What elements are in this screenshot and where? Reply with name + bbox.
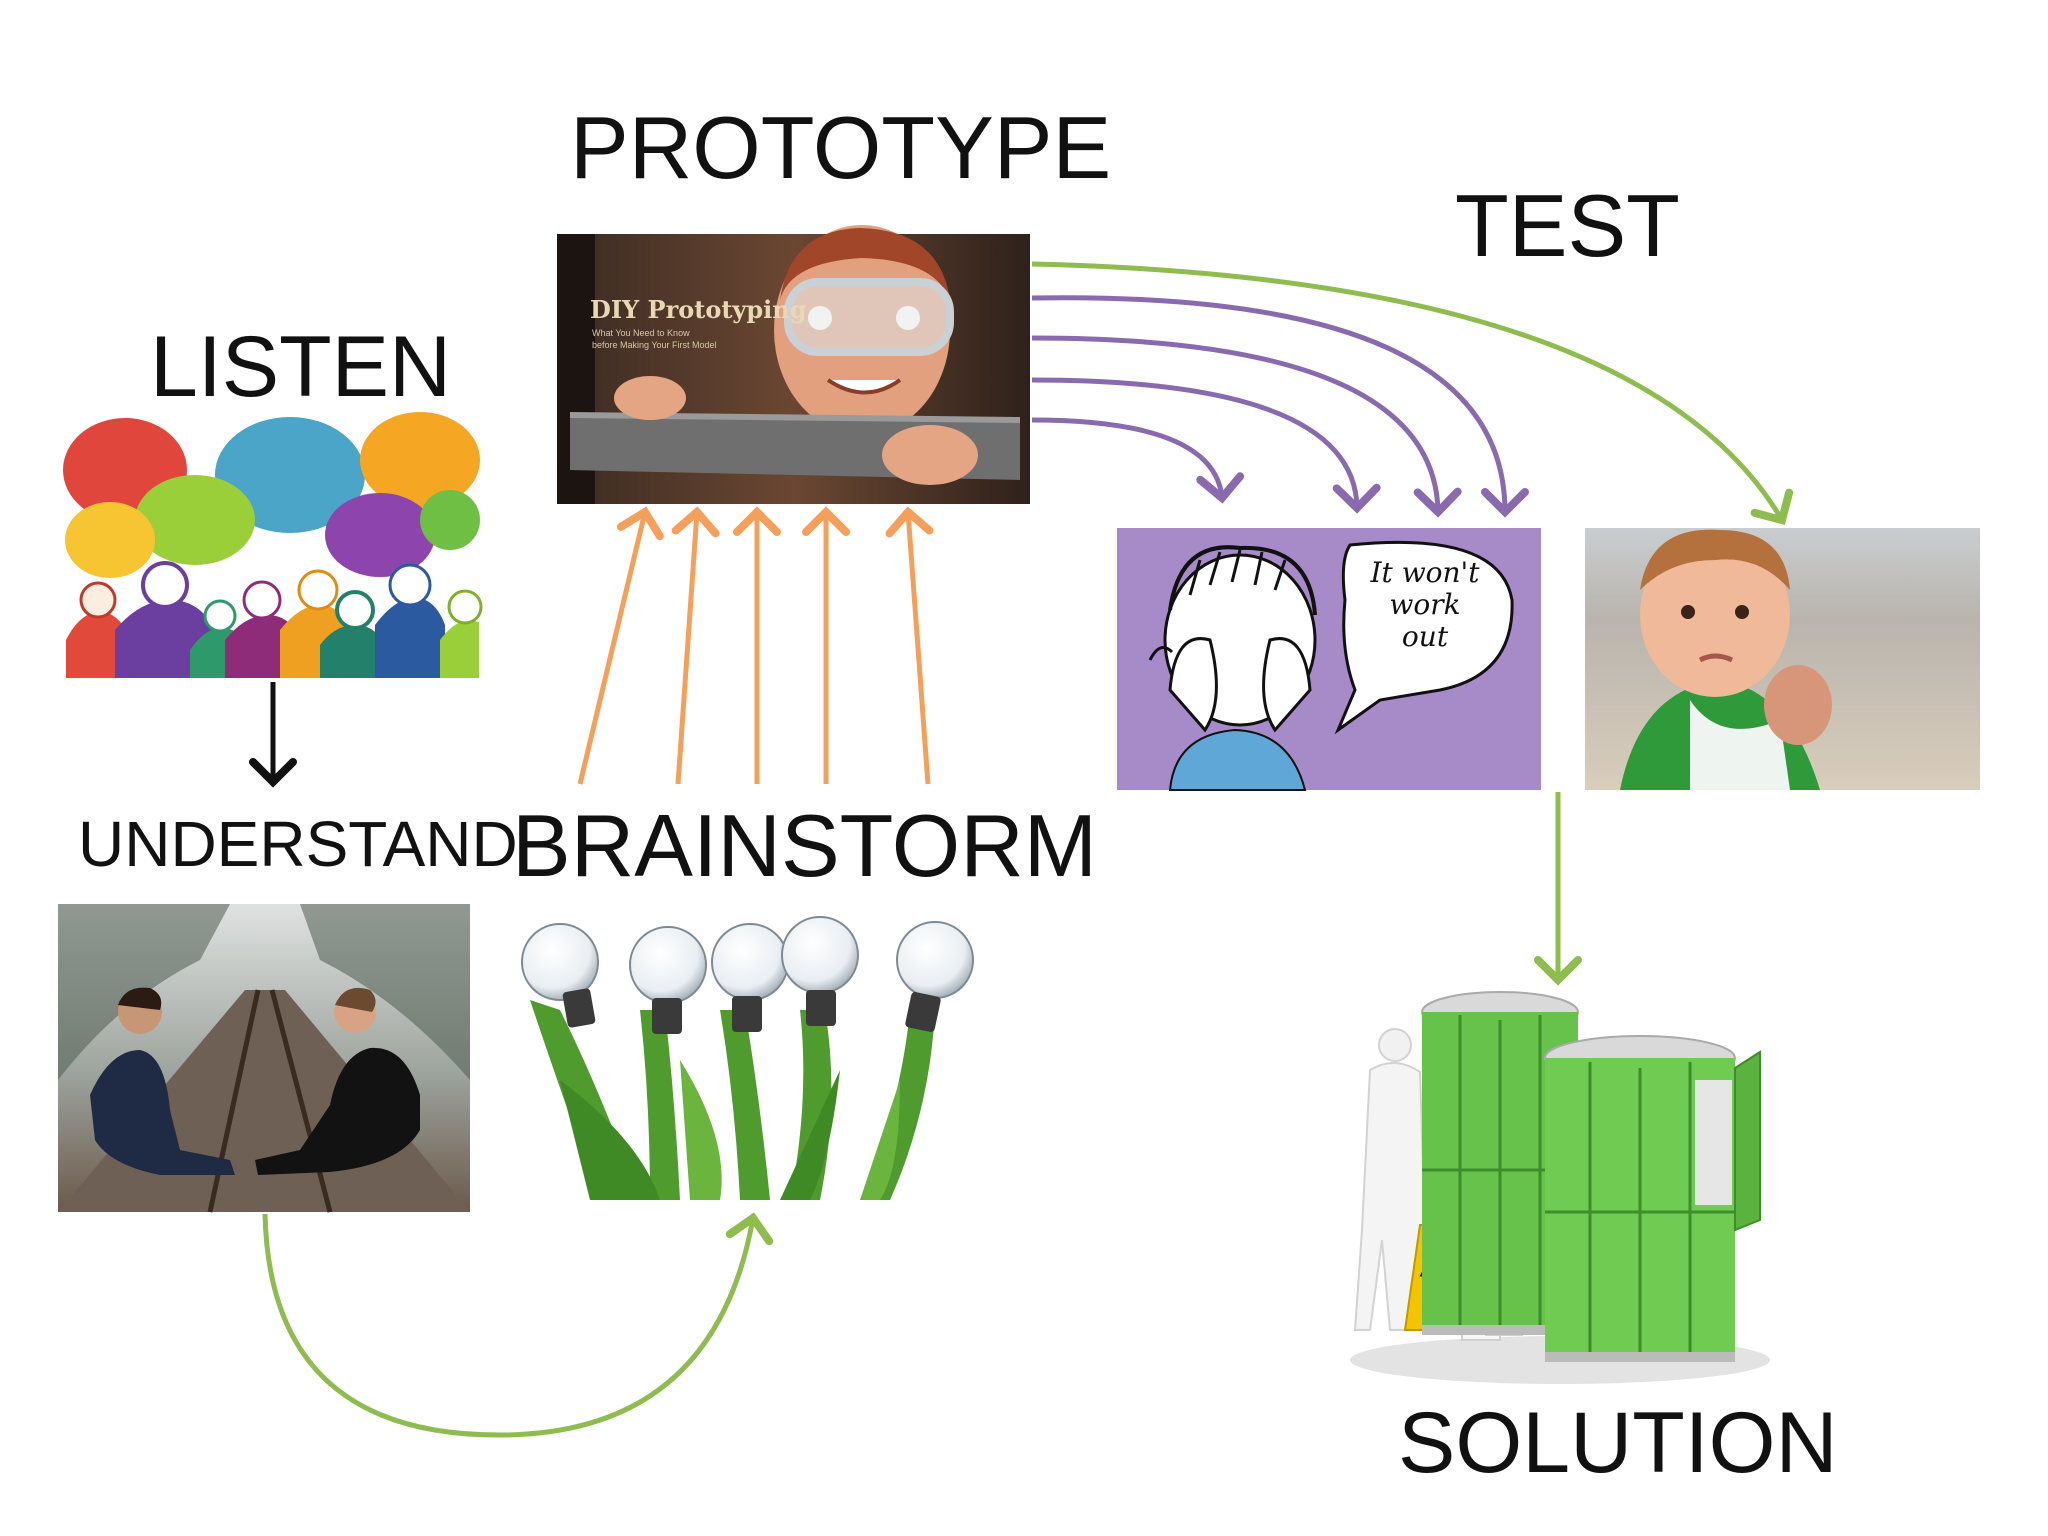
prototype-book-title: DIY Prototyping xyxy=(590,295,807,324)
arrows-brainstorm-to-prototype xyxy=(577,506,934,785)
understand-image xyxy=(58,904,470,1213)
baby-face xyxy=(1640,533,1790,697)
orange-arrow-5 xyxy=(885,506,934,785)
speech-bubble-lime xyxy=(135,475,255,565)
prototype-image: DIY Prototyping What You Need to Know be… xyxy=(557,225,1030,504)
lightbulb-5 xyxy=(896,921,974,1032)
lightbulb-2 xyxy=(629,926,707,1034)
lightbulb-1 xyxy=(521,923,599,1028)
speech-bubble-orange xyxy=(360,412,480,508)
arrow-understand-to-brainstorm xyxy=(262,1212,774,1438)
speech-bubble-yellow xyxy=(65,502,155,578)
listen-image xyxy=(63,412,483,678)
baby-fist xyxy=(1764,665,1832,745)
label-listen: LISTEN xyxy=(150,319,452,415)
speech-bubble-purple xyxy=(325,493,435,577)
arrow-prototype-to-success xyxy=(1031,261,1794,525)
person-right xyxy=(255,987,420,1175)
locker-cylinder-front xyxy=(1544,1035,1761,1362)
test-fail-image: It won't work out xyxy=(1117,528,1541,791)
label-test: TEST xyxy=(1455,176,1680,275)
label-brainstorm: BRAINSTORM xyxy=(512,796,1098,895)
orange-arrow-1 xyxy=(577,506,664,785)
bulb-stems xyxy=(530,1000,935,1200)
purple-arrow-2 xyxy=(1031,377,1381,514)
lightbulb-4 xyxy=(781,916,859,1026)
person-figure xyxy=(1353,1028,1427,1331)
speech-bubble-line-2: work xyxy=(1389,588,1460,621)
label-understand: UNDERSTAND xyxy=(78,808,518,880)
purple-arrow-1 xyxy=(1031,417,1245,504)
speech-bubble-green xyxy=(420,490,480,550)
speech-bubble-line-3: out xyxy=(1402,620,1449,653)
purple-arrow-4 xyxy=(1031,295,1529,518)
lightbulb-3 xyxy=(711,923,789,1032)
open-locker-door xyxy=(1734,1050,1761,1232)
person-left xyxy=(90,987,235,1175)
label-solution: SOLUTION xyxy=(1398,1395,1838,1491)
orange-arrow-2 xyxy=(671,506,720,785)
arrows-prototype-to-test xyxy=(1031,295,1529,518)
prototype-book-subtitle-1: What You Need to Know xyxy=(592,328,690,338)
speech-bubble: It won't work out xyxy=(1334,540,1514,735)
test-success-image xyxy=(1585,528,1980,790)
solution-image xyxy=(1350,991,1770,1384)
prototype-book-subtitle-2: before Making Your First Model xyxy=(592,340,717,350)
goggles xyxy=(784,278,954,356)
speech-bubble-teal xyxy=(215,417,365,533)
speech-bubble-line-1: It won't xyxy=(1369,556,1480,589)
purple-arrow-3 xyxy=(1031,335,1462,518)
crowd-people xyxy=(66,561,483,678)
brainstorm-image xyxy=(521,916,974,1200)
label-prototype: PROTOTYPE xyxy=(570,98,1112,197)
